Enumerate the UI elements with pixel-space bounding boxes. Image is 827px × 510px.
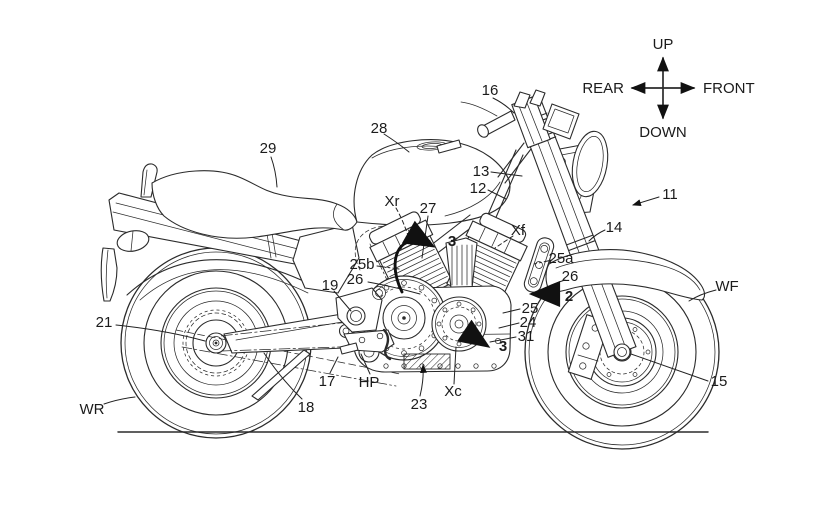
part-label-xr: Xr	[385, 193, 400, 210]
bold-arrows	[393, 220, 561, 348]
side-stand	[251, 349, 311, 401]
far-grip	[436, 139, 462, 154]
mud-flap	[100, 247, 118, 302]
rear-fender-inner	[139, 269, 309, 301]
compass-rose	[630, 56, 696, 120]
part-label-18: 18	[298, 399, 315, 416]
part-label-19: 19	[322, 277, 339, 294]
arrow-3-lower	[457, 319, 491, 348]
part-label-15: 15	[711, 373, 728, 390]
handlebar-grip	[477, 124, 489, 138]
clutch-cover	[431, 296, 487, 352]
part-label-21: 21	[96, 314, 113, 331]
part-label-hp: HP	[359, 374, 380, 391]
compass-front-label: FRONT	[703, 80, 755, 97]
tail-lamp	[116, 230, 150, 252]
part-label-xf: Xf	[511, 222, 526, 239]
part-label-24: 24	[520, 314, 537, 331]
part-label-25b: 25b	[349, 256, 374, 273]
arrow-11	[632, 196, 660, 207]
compass-down-label: DOWN	[639, 124, 687, 141]
arrow-3-upper	[393, 220, 436, 294]
handlebar	[436, 89, 546, 154]
oil-screen	[403, 353, 451, 370]
part-label-25: 25	[522, 300, 539, 317]
part-label-29: 29	[260, 140, 277, 157]
part-label-2: 2	[565, 288, 573, 305]
part-label-16: 16	[482, 82, 499, 99]
bar-riser	[513, 91, 531, 109]
part-label-26-right: 26	[562, 268, 579, 285]
headlight	[571, 130, 609, 198]
compass-up-label: UP	[653, 36, 674, 53]
intake-manifold	[445, 237, 478, 289]
part-label-13: 13	[473, 163, 490, 180]
bar-clamp	[529, 89, 546, 107]
part-label-28: 28	[371, 120, 388, 137]
arrow-23	[419, 364, 428, 397]
footpeg-bracket	[339, 328, 395, 361]
engine	[335, 211, 528, 373]
part-label-wr: WR	[80, 401, 105, 418]
part-label-14: 14	[606, 219, 623, 236]
frame-gusset	[335, 286, 386, 333]
part-label-31: 31	[518, 328, 535, 345]
compass-rear-label: REAR	[582, 80, 624, 97]
fuel-tank	[353, 139, 511, 226]
rear-fender	[126, 259, 319, 296]
part-label-11: 11	[662, 186, 678, 203]
part-label-23: 23	[411, 396, 428, 413]
part-label-17: 17	[319, 373, 336, 390]
part-label-wf: WF	[715, 278, 738, 295]
part-label-3-lower: 3	[499, 338, 507, 355]
part-label-xc: Xc	[444, 383, 462, 400]
brake-lever	[460, 101, 498, 117]
part-label-3-upper: 3	[448, 233, 456, 250]
part-label-26-left: 26	[347, 271, 364, 288]
part-label-27: 27	[420, 200, 437, 217]
instrument-cluster	[542, 103, 580, 140]
part-label-12: 12	[470, 180, 487, 197]
front-axle	[613, 343, 631, 361]
part-label-25a: 25a	[548, 250, 574, 267]
